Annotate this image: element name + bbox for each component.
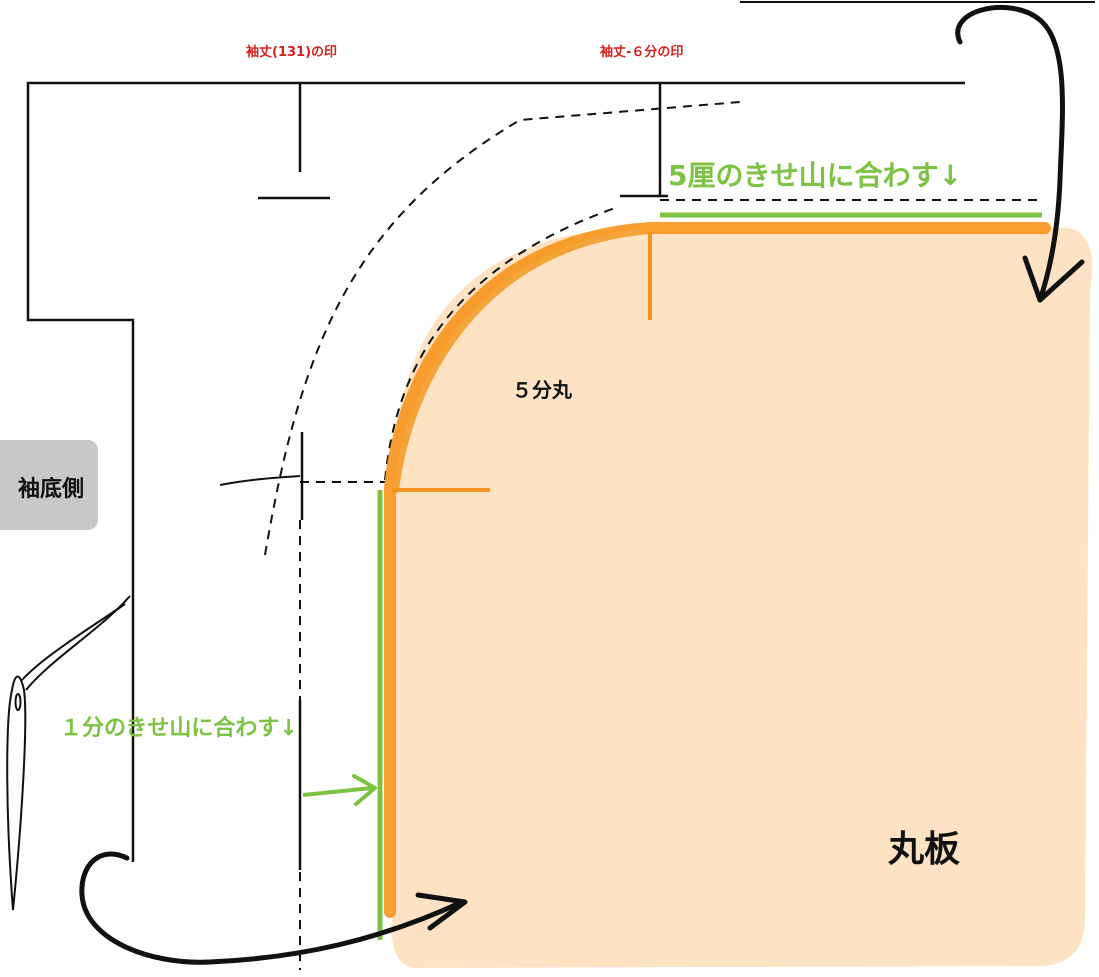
cross-mark bbox=[219, 475, 301, 486]
sleeve-bottom-badge: 袖底側 bbox=[0, 440, 98, 530]
sleeve-length-mark-label: 袖丈(131)の印 bbox=[246, 45, 338, 60]
board-label: 丸板 bbox=[888, 829, 961, 870]
orange-seam-curve bbox=[384, 222, 1051, 918]
dashed-guides bbox=[264, 101, 1040, 970]
sleeve-bottom-label: 袖底側 bbox=[17, 477, 84, 502]
curved-arrow-icon bbox=[79, 851, 465, 965]
round-size-label: ５分丸 bbox=[512, 378, 572, 402]
side-fold-label: １分のきせ山に合わす↓ bbox=[60, 716, 298, 741]
green-arrow-shaft bbox=[302, 786, 373, 797]
green-arrow-head bbox=[352, 774, 377, 806]
sleeve-outline bbox=[26, 81, 965, 862]
top-fold-label: 5厘のきせ山に合わす↓ bbox=[668, 159, 963, 192]
curved-arrow-icon bbox=[955, 4, 1065, 303]
round-board bbox=[391, 228, 1093, 968]
orange-seam-inner bbox=[393, 229, 643, 493]
sleeve-minus-mark-label: 袖丈-６分の印 bbox=[600, 45, 684, 60]
curved-arrow-head-bottom bbox=[415, 892, 468, 931]
curved-arrow-head-top bbox=[1022, 255, 1085, 303]
needle-icon bbox=[6, 595, 131, 911]
